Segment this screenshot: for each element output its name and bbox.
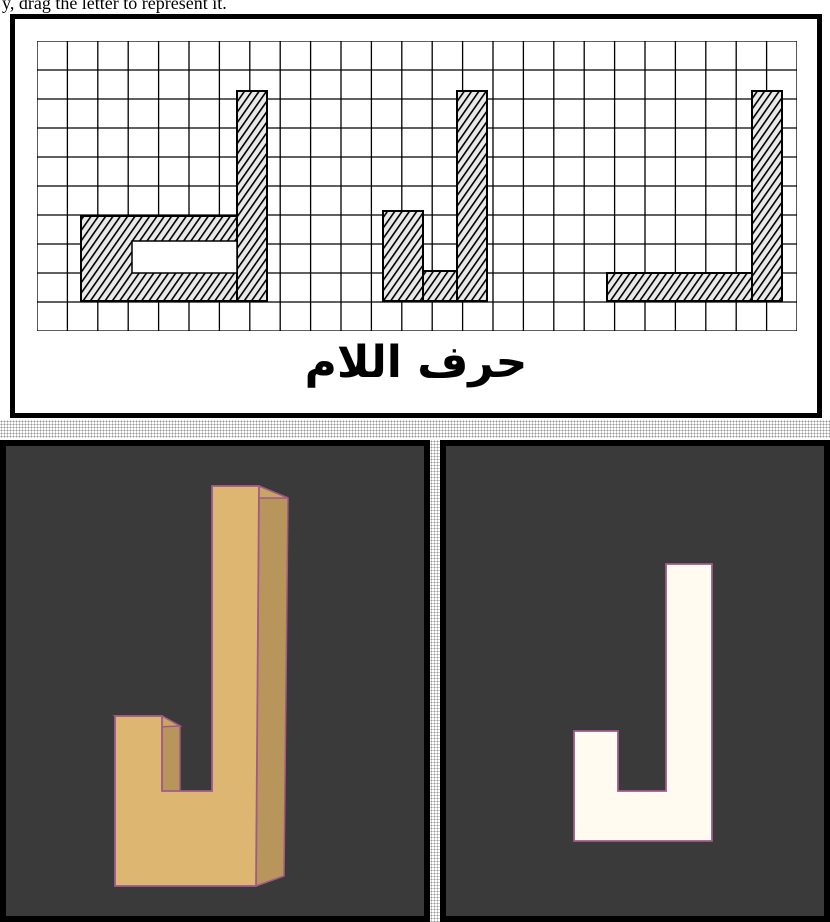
grid-letter-panel: حرف اللام [10, 14, 822, 418]
divider-gap [430, 440, 440, 922]
divider-band [0, 420, 830, 438]
letter-final-form [81, 91, 267, 301]
3d-letter-panel [0, 440, 430, 922]
letter-grid [37, 41, 797, 331]
3d-lam-letter [6, 446, 424, 916]
top-caption: y, drag the letter to represent it. [2, 0, 822, 14]
flat-letter-panel [440, 440, 830, 922]
panel-title: حرف اللام [15, 337, 817, 388]
flat-lam-letter [446, 446, 824, 916]
letter-isolated-form [607, 91, 782, 301]
letter-medial-form [383, 91, 487, 301]
